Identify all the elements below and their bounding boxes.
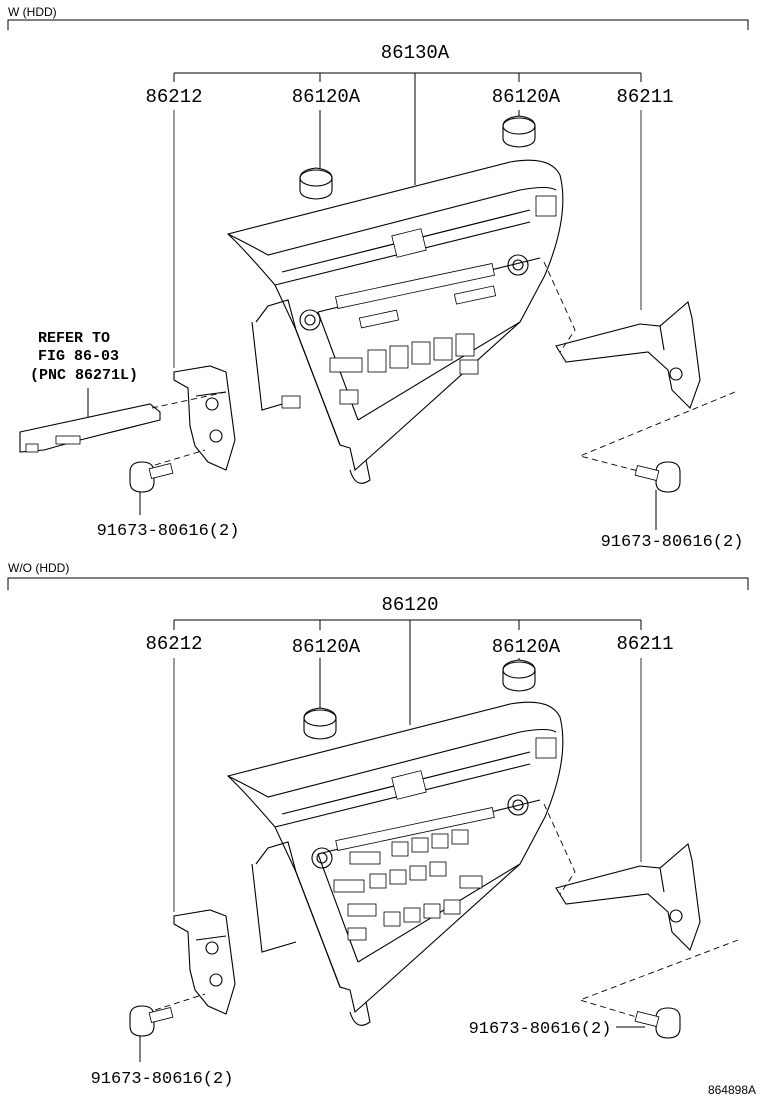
section-header: W (HDD): [8, 5, 57, 19]
section-wo-hdd: W/O (HDD) 86120 86212 86120A 86120A 8621…: [7, 561, 749, 1089]
section-frame: [7, 19, 749, 30]
bolt-right: [634, 461, 681, 493]
right-bolt-part-number: 91673-80616(2): [469, 1020, 612, 1039]
right-bracket: [555, 843, 701, 952]
left-bracket-part-number: 86212: [145, 633, 202, 655]
dashed-alignment-lines: [151, 261, 736, 475]
section-w-hdd: W (HDD) 86130A 86212 86120A 86120A 86211…: [7, 5, 749, 552]
button-grid: [329, 333, 479, 405]
assembly-part-number: 86130A: [381, 42, 450, 64]
right-bracket-part-number: 86211: [616, 86, 673, 108]
figure-code: 864898A: [708, 1083, 756, 1097]
leader-lines: [87, 72, 657, 530]
right-bracket-part-number: 86211: [616, 633, 673, 655]
left-bracket: [173, 365, 236, 471]
knob-left: [299, 167, 333, 200]
bolt-left: [129, 1005, 174, 1037]
leader-lines: [139, 619, 645, 1062]
bolt-left: [129, 461, 174, 493]
right-knob-part-number: 86120A: [492, 636, 561, 658]
bolt-right: [634, 1007, 681, 1039]
button-grid: [333, 829, 483, 941]
right-bolt-part-number: 91673-80616(2): [601, 533, 744, 552]
left-bracket: [173, 909, 236, 1015]
panel-assembly: [226, 701, 564, 1026]
knob-right: [502, 659, 536, 692]
right-knob-part-number: 86120A: [492, 86, 561, 108]
assembly-part-number: 86120: [381, 594, 438, 616]
left-knob-part-number: 86120A: [292, 636, 361, 658]
dashed-alignment-lines: [154, 803, 739, 1019]
left-bolt-part-number: 91673-80616(2): [97, 522, 240, 541]
section-header: W/O (HDD): [8, 561, 69, 575]
section-frame: [7, 577, 749, 590]
refer-note-line2: FIG 86-03: [38, 348, 119, 365]
refer-note-line1: REFER TO: [38, 330, 110, 347]
left-bolt-part-number: 91673-80616(2): [91, 1070, 234, 1089]
refer-note-line3: (PNC 86271L): [30, 367, 138, 384]
panel-assembly: [226, 159, 564, 484]
refer-part: [19, 403, 161, 453]
left-bracket-part-number: 86212: [145, 86, 202, 108]
knob-right: [502, 115, 536, 148]
knob-left: [303, 707, 337, 740]
left-knob-part-number: 86120A: [292, 86, 361, 108]
right-bracket: [555, 301, 701, 410]
